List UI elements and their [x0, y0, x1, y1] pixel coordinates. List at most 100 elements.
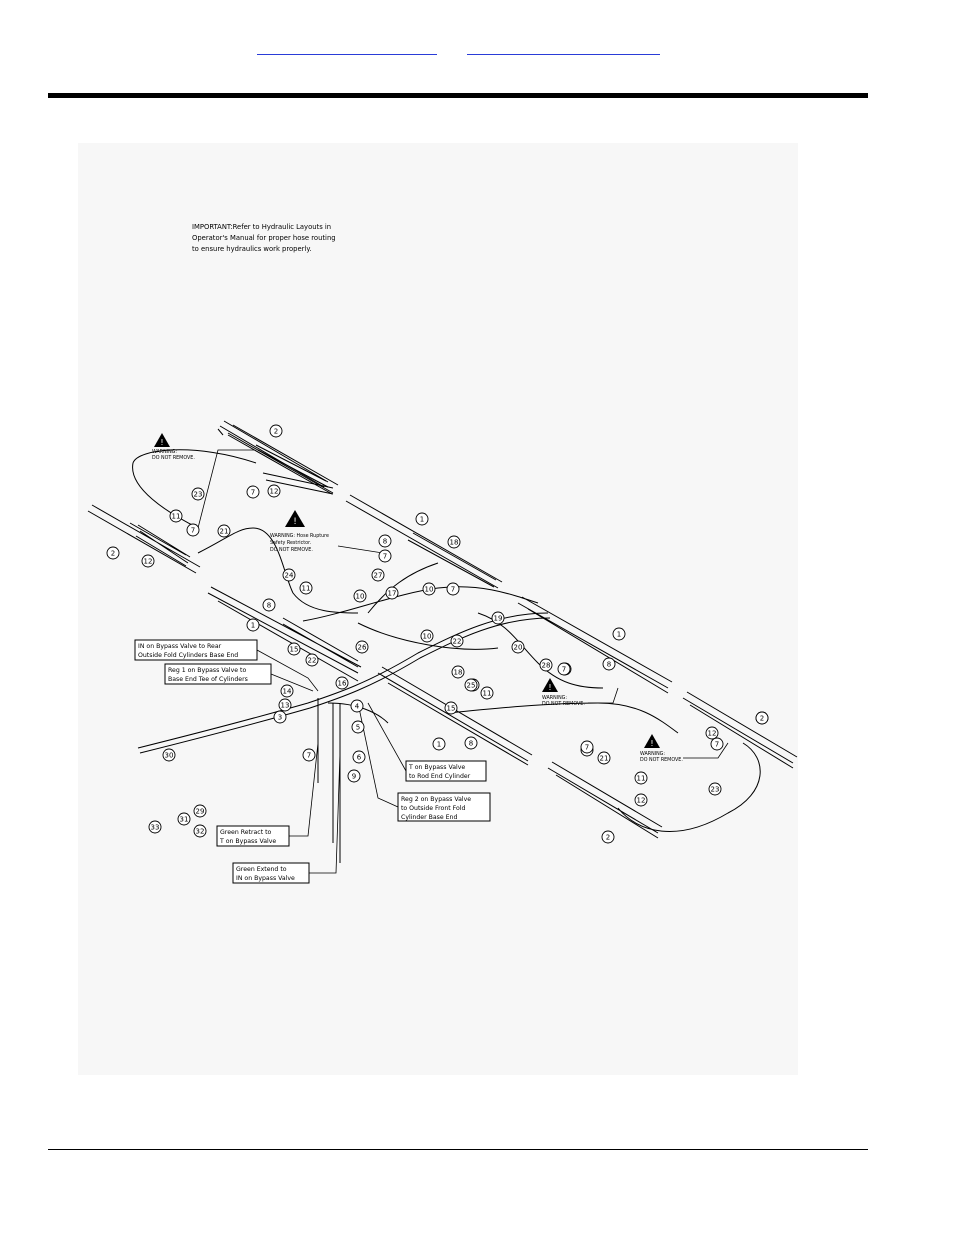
balloon-7: 7 — [557, 662, 571, 676]
balloon-2: 2 — [601, 830, 615, 844]
svg-text:8: 8 — [607, 661, 611, 669]
cylinder-left-inner — [207, 586, 362, 682]
cylinder-center — [345, 494, 503, 589]
svg-text:IN on Bypass Valve: IN on Bypass Valve — [236, 875, 295, 882]
svg-text:1: 1 — [437, 741, 441, 749]
svg-text:11: 11 — [637, 775, 646, 783]
balloon-7: 7 — [302, 748, 316, 762]
warn3-line1: WARNING: — [542, 695, 567, 701]
balloon-31: 31 — [177, 812, 191, 826]
balloon-8: 8 — [602, 657, 616, 671]
svg-text:7: 7 — [562, 666, 566, 674]
svg-text:2: 2 — [760, 715, 764, 723]
balloon-33: 33 — [148, 820, 162, 834]
warning-triangle-2: ! — [285, 510, 305, 527]
svg-text:19: 19 — [494, 615, 503, 623]
balloon-8: 8 — [378, 534, 392, 548]
svg-text:!: ! — [293, 517, 297, 527]
hose-21 — [197, 527, 359, 614]
header-rule — [48, 93, 868, 98]
balloon-20: 20 — [511, 640, 525, 654]
hydraulic-diagram: ! ! ! ! WARNING: DO NOT REMOVE. WARNING:… — [87, 420, 798, 884]
svg-text:7: 7 — [715, 741, 719, 749]
hose-main-1 — [137, 612, 549, 749]
balloon-11: 11 — [169, 509, 183, 523]
svg-text:to Rod End Cylinder: to Rod End Cylinder — [409, 773, 471, 780]
svg-text:10: 10 — [425, 586, 434, 594]
svg-text:11: 11 — [302, 585, 311, 593]
balloon-2: 2 — [269, 424, 283, 438]
svg-text:22: 22 — [453, 638, 462, 646]
hose-23-left — [132, 449, 257, 529]
cylinder-upper-left — [217, 424, 339, 495]
svg-text:2: 2 — [606, 834, 610, 842]
svg-text:23: 23 — [194, 491, 203, 499]
balloon-17: 17 — [385, 586, 399, 600]
svg-text:24: 24 — [285, 572, 294, 580]
balloon-29: 29 — [193, 804, 207, 818]
balloon-18: 18 — [447, 535, 461, 549]
cylinder-center-right — [517, 596, 673, 694]
balloon-21: 21 — [597, 751, 611, 765]
drawing-area: ! ! ! ! WARNING: DO NOT REMOVE. WARNING:… — [78, 143, 798, 1075]
warn2-line2: Safety Restrictor. — [270, 540, 311, 546]
svg-text:7: 7 — [383, 553, 387, 561]
hose-bottom — [447, 702, 679, 734]
svg-text:8: 8 — [383, 538, 387, 546]
callout-green-retract: Green Retract to T on Bypass Valve — [216, 825, 290, 847]
warn1-line1: WARNING: — [152, 449, 177, 455]
svg-text:8: 8 — [267, 602, 271, 610]
svg-text:15: 15 — [447, 705, 456, 713]
balloon-13: 13 — [278, 698, 292, 712]
balloon-12: 12 — [634, 793, 648, 807]
callout-reg2: Reg 2 on Bypass Valve to Outside Front F… — [397, 792, 491, 822]
svg-text:8: 8 — [469, 740, 473, 748]
balloon-8: 8 — [464, 736, 478, 750]
balloon-7: 7 — [580, 740, 594, 754]
balloon-25: 25 — [464, 678, 478, 692]
warning-triangle-3: ! — [542, 678, 558, 692]
warn3-line2: DO NOT REMOVE. — [542, 701, 585, 707]
hose-lower-left — [327, 702, 389, 724]
hose-main-3 — [302, 586, 539, 622]
svg-text:25: 25 — [467, 682, 476, 690]
svg-text:18: 18 — [454, 669, 463, 677]
svg-text:Reg 1 on Bypass Valve to: Reg 1 on Bypass Valve to — [168, 667, 246, 674]
svg-text:23: 23 — [711, 786, 720, 794]
cylinder-bottom-center — [377, 666, 533, 766]
svg-text:1: 1 — [251, 622, 255, 630]
warning-triangle-4: ! — [644, 734, 660, 748]
balloon-22: 22 — [450, 634, 464, 648]
hose-main-2 — [139, 617, 551, 754]
callout-in-bypass-rear: IN on Bypass Valve to Rear Outside Fold … — [134, 639, 258, 661]
balloon-15: 15 — [287, 642, 301, 656]
balloon-7: 7 — [378, 549, 392, 563]
callout-t-bypass: T on Bypass Valve to Rod End Cylinder — [405, 760, 487, 782]
warning-triangle-1: ! — [154, 433, 170, 447]
svg-text:18: 18 — [450, 539, 459, 547]
balloon-10: 10 — [353, 589, 367, 603]
balloon-8: 8 — [262, 598, 276, 612]
svg-text:1: 1 — [420, 516, 424, 524]
footer-rule — [48, 1149, 868, 1150]
svg-text:7: 7 — [585, 744, 589, 752]
header-link-1[interactable] — [257, 40, 437, 55]
balloon-12: 12 — [267, 484, 281, 498]
svg-text:12: 12 — [637, 797, 646, 805]
balloon-1: 1 — [612, 627, 626, 641]
cylinder-left-outer — [87, 504, 201, 574]
balloon-9: 9 — [347, 769, 361, 783]
balloon-6: 6 — [352, 750, 366, 764]
cylinder-top-small — [219, 420, 333, 495]
svg-text:IN on Bypass Valve to Rear: IN on Bypass Valve to Rear — [138, 643, 222, 650]
balloon-32: 32 — [193, 824, 207, 838]
balloon-23: 23 — [708, 782, 722, 796]
header-link-2[interactable] — [467, 40, 660, 55]
balloon-7: 7 — [246, 485, 260, 499]
svg-text:2: 2 — [274, 428, 278, 436]
svg-text:Green Extend to: Green Extend to — [236, 866, 287, 873]
svg-text:17: 17 — [388, 590, 397, 598]
svg-text:12: 12 — [144, 558, 153, 566]
balloon-12: 12 — [141, 554, 155, 568]
svg-text:20: 20 — [514, 644, 523, 652]
